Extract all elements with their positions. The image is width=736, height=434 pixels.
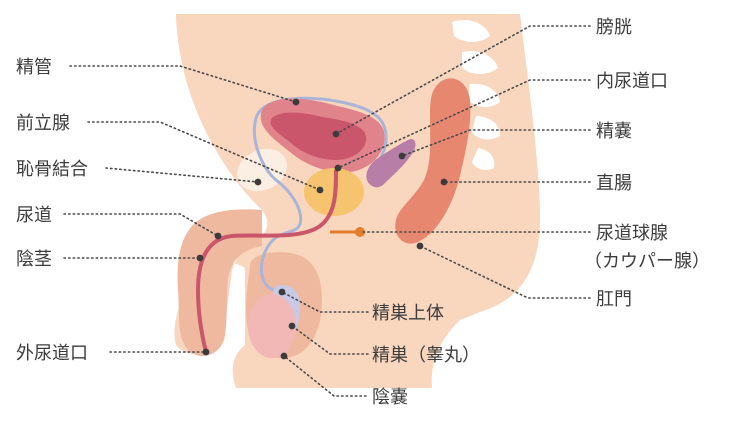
leader-nyoudou: [63, 213, 219, 237]
dot-seikan: [292, 98, 300, 106]
dot-inkei: [196, 254, 204, 262]
leader-seikan: [69, 65, 297, 103]
label-chikotsu: 恥骨結合: [16, 159, 88, 180]
label-seisou: 精巣（睾丸）: [372, 345, 480, 366]
dot-innou: [280, 352, 288, 360]
vas-deferens: [252, 96, 388, 293]
rectum: [395, 78, 471, 244]
label-seisoujoutai: 精巣上体: [372, 303, 444, 324]
leader-seisoujoutai: [281, 291, 369, 313]
label-chokuchou: 直腸: [596, 173, 632, 194]
urethra: [195, 169, 338, 353]
dot-boukou: [332, 130, 340, 138]
label-inkei: 陰茎: [16, 249, 52, 270]
testis: [248, 294, 296, 358]
label-boukou: 膀胱: [596, 17, 632, 38]
dot-koumon: [416, 242, 424, 250]
label-nainyoudoukou: 内尿道口: [596, 71, 668, 92]
label-nyoudou: 尿道: [16, 205, 52, 226]
dot-seisoujoutai: [278, 288, 286, 296]
leader-boukou: [335, 25, 591, 135]
label-cowper: （カウパー腺）: [584, 251, 710, 272]
dot-seinou: [398, 152, 406, 160]
label-innou: 陰嚢: [372, 387, 408, 408]
leader-zenritsusen: [87, 121, 321, 191]
dot-chikotsu: [254, 178, 262, 186]
leader-seinou: [401, 129, 591, 157]
leader-nainyoudoukou: [337, 79, 591, 169]
dot-zenritsusen: [316, 186, 324, 194]
bladder-lumen: [270, 112, 367, 160]
label-seikan: 精管: [16, 57, 52, 78]
label-koumon: 肛門: [596, 289, 632, 310]
dot-gainyoudoukou: [202, 348, 210, 356]
cowper-gland: [355, 227, 365, 237]
dot-seisou: [288, 322, 296, 330]
leader-seisou: [291, 325, 369, 355]
label-gainyoudoukou: 外尿道口: [16, 343, 88, 364]
seminal-vesicle: [366, 139, 416, 188]
label-nyoudoukyuusen: 尿道球腺: [596, 223, 668, 244]
dot-nainyoudoukou: [334, 164, 342, 172]
leader-innou: [283, 355, 367, 397]
spine-icon: [452, 19, 500, 170]
label-zenritsusen: 前立腺: [16, 113, 70, 134]
dot-chokuchou: [440, 178, 448, 186]
label-seinou: 精嚢: [596, 121, 632, 142]
leader-koumon: [419, 245, 591, 299]
dot-nyoudou: [214, 232, 222, 240]
